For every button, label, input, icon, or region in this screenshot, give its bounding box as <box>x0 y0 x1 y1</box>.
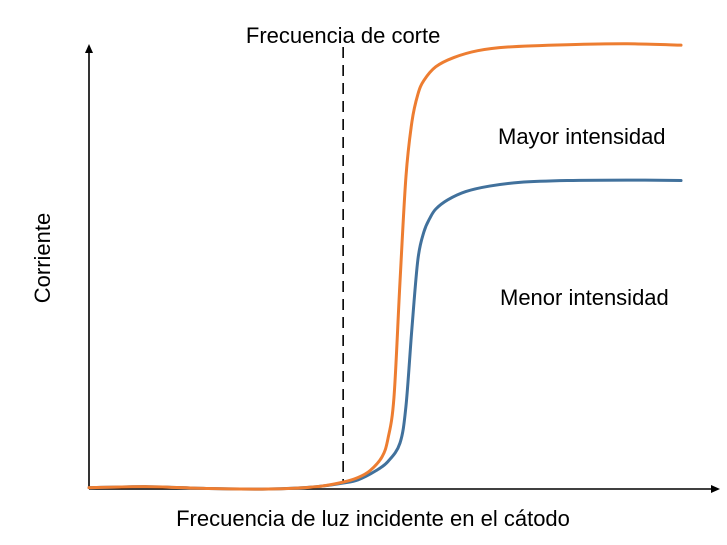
series-line-mayor-intensidad <box>87 42 683 491</box>
series-label-mayor: Mayor intensidad <box>498 124 666 149</box>
series-label-menor: Menor intensidad <box>500 285 669 310</box>
series-layer <box>87 42 683 491</box>
cutoff-frequency-label: Frecuencia de corte <box>246 23 440 48</box>
series-line-menor-intensidad <box>87 178 683 491</box>
x-axis-label: Frecuencia de luz incidente en el cátodo <box>176 506 570 531</box>
y-axis-label: Corriente <box>30 213 55 303</box>
